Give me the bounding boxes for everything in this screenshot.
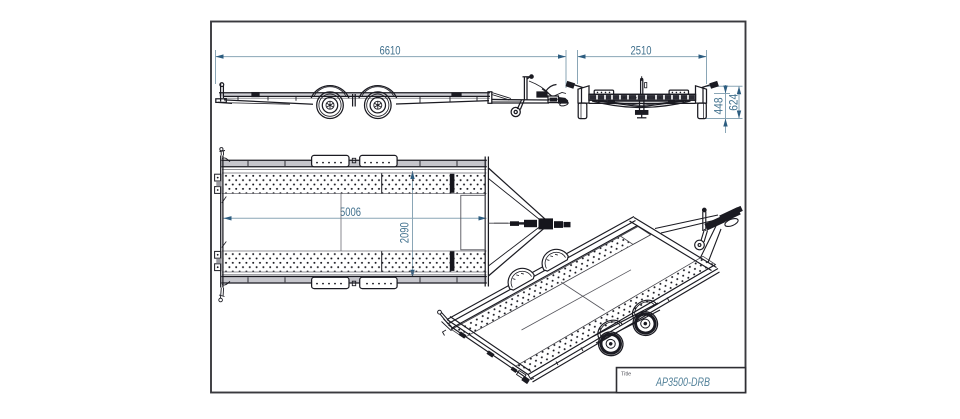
svg-text:6610: 6610	[380, 46, 401, 58]
svg-text:2510: 2510	[631, 46, 652, 58]
svg-text:624: 624	[728, 93, 740, 111]
svg-text:AP3500-DRB: AP3500-DRB	[655, 377, 710, 389]
svg-text:5006: 5006	[340, 207, 361, 219]
svg-text:2090: 2090	[400, 222, 412, 243]
svg-text:448: 448	[713, 98, 725, 115]
svg-text:Title: Title	[621, 372, 631, 378]
